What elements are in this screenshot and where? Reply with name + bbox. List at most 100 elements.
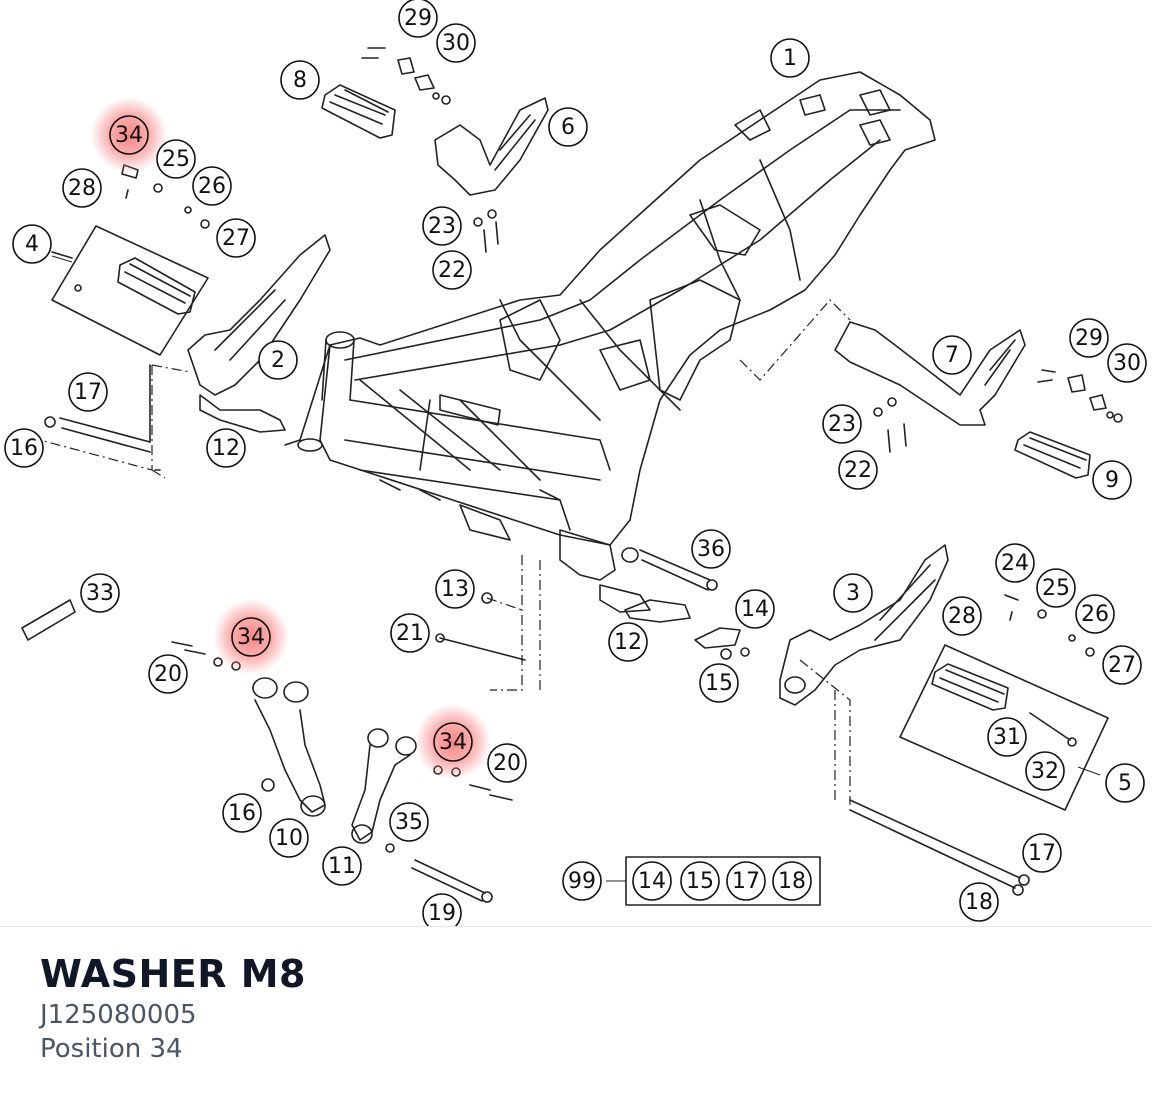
callout-circle	[1069, 318, 1109, 358]
callout[interactable]: 15	[680, 861, 720, 901]
callout-circle	[109, 115, 149, 155]
callout-circle	[987, 717, 1027, 757]
divider	[0, 926, 1152, 927]
callout-label: 34	[115, 123, 143, 148]
callout[interactable]: 3	[833, 573, 873, 613]
callout-label: 99	[568, 869, 596, 894]
callout[interactable]: 15	[699, 663, 739, 703]
callout[interactable]: 7	[932, 335, 972, 375]
callout[interactable]: 18	[772, 861, 812, 901]
callout[interactable]: 5	[1105, 763, 1145, 803]
callout[interactable]: 28	[62, 168, 102, 208]
callout[interactable]: 36	[691, 529, 731, 569]
callout[interactable]: 29	[1069, 318, 1109, 358]
footpeg-8	[321, 84, 396, 139]
bracket-6	[434, 97, 549, 196]
callout[interactable]: 17	[1022, 833, 1062, 873]
callout[interactable]: 13	[435, 569, 475, 609]
callout[interactable]: 8	[280, 60, 320, 100]
part-number: J125080005	[40, 1000, 197, 1030]
callout[interactable]: 29	[398, 0, 438, 38]
callout-label: 18	[965, 890, 993, 915]
callout-label: 8	[293, 68, 307, 93]
callout[interactable]: 9	[1092, 460, 1132, 500]
callout-circle	[735, 589, 775, 629]
callout-circle	[68, 372, 108, 412]
callout[interactable]: 31	[987, 717, 1027, 757]
callout[interactable]: 10	[269, 818, 309, 858]
callout-label: 12	[614, 630, 642, 655]
callout[interactable]: 22	[432, 250, 472, 290]
callout-label: 27	[1108, 653, 1136, 678]
callout-highlighted[interactable]: 34	[415, 704, 491, 780]
callout[interactable]: 12	[206, 428, 246, 468]
callout[interactable]: 24	[995, 543, 1035, 583]
callout[interactable]: 16	[222, 793, 262, 833]
callout[interactable]: 33	[80, 573, 120, 613]
callout-circle	[222, 793, 262, 833]
callout[interactable]: 99	[562, 861, 602, 901]
callout[interactable]: 20	[148, 654, 188, 694]
callout-circle	[1075, 594, 1115, 634]
callout[interactable]: 26	[192, 166, 232, 206]
callout[interactable]: 28	[942, 596, 982, 636]
callout[interactable]: 25	[1036, 568, 1076, 608]
callout[interactable]: 23	[822, 404, 862, 444]
callout-label: 5	[1118, 771, 1132, 796]
callout-circle	[231, 617, 271, 657]
callout-highlighted[interactable]: 34	[213, 599, 289, 675]
callout-circle	[608, 622, 648, 662]
callout[interactable]: 17	[726, 861, 766, 901]
callout[interactable]: 17	[68, 372, 108, 412]
callout[interactable]: 14	[735, 589, 775, 629]
callout-label: 20	[493, 751, 521, 776]
callout[interactable]: 32	[1025, 751, 1065, 791]
callout-circle	[390, 613, 430, 653]
callout-circle	[699, 663, 739, 703]
callout[interactable]: 18	[959, 882, 999, 922]
callout[interactable]: 30	[1107, 343, 1147, 383]
callout-label: 17	[1028, 841, 1056, 866]
callout-circle	[838, 450, 878, 490]
callout-label: 1	[783, 46, 797, 71]
callout-label: 16	[10, 436, 38, 461]
callout-label: 10	[275, 826, 303, 851]
callout[interactable]: 6	[548, 107, 588, 147]
callout[interactable]: 30	[436, 23, 476, 63]
callout[interactable]: 22	[838, 450, 878, 490]
callout[interactable]: 21	[390, 613, 430, 653]
callout-highlighted[interactable]: 34	[91, 97, 167, 173]
callout[interactable]: 14	[632, 861, 672, 901]
callout[interactable]: 4	[12, 224, 52, 264]
callout-label: 36	[697, 537, 725, 562]
arm-10	[252, 677, 326, 817]
callout[interactable]: 26	[1075, 594, 1115, 634]
callout-circle	[258, 340, 298, 380]
callout-circle	[280, 60, 320, 100]
callout-label: 2	[271, 348, 285, 373]
callout-circle	[216, 218, 256, 258]
callout[interactable]: 1	[770, 38, 810, 78]
callout[interactable]: 27	[1102, 645, 1142, 685]
callout-circle	[422, 893, 462, 926]
callout-circle	[192, 166, 232, 206]
callout[interactable]: 25	[156, 139, 196, 179]
callout-circle	[680, 861, 720, 901]
callout-label: 15	[686, 869, 714, 894]
arm-11	[351, 728, 417, 844]
callout[interactable]: 35	[389, 802, 429, 842]
callout[interactable]: 20	[487, 743, 527, 783]
callout[interactable]: 2	[258, 340, 298, 380]
callout[interactable]: 19	[422, 893, 462, 926]
callout-circle	[269, 818, 309, 858]
callout-circle	[62, 168, 102, 208]
callout-circle	[959, 882, 999, 922]
callout[interactable]: 16	[4, 428, 44, 468]
callout[interactable]: 27	[216, 218, 256, 258]
callout[interactable]: 23	[422, 206, 462, 246]
callout[interactable]: 12	[608, 622, 648, 662]
guide-lines	[39, 299, 851, 805]
callout[interactable]: 11	[322, 846, 362, 886]
callout-label: 26	[198, 174, 226, 199]
